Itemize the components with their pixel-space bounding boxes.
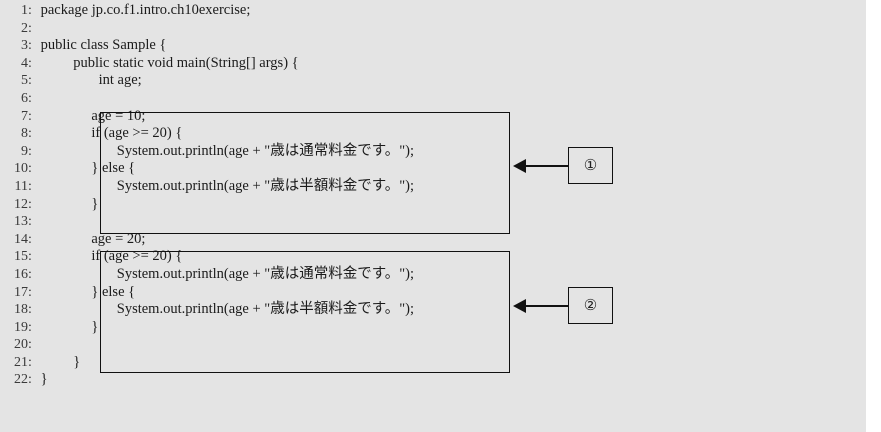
code-line-text: age = 10; — [37, 107, 146, 124]
line-number-colon: : — [28, 178, 32, 194]
line-number: 5 — [21, 73, 28, 89]
line-number-colon: : — [28, 372, 32, 388]
line-number: 3 — [21, 38, 28, 54]
line-number-colon: : — [28, 90, 32, 106]
callout-arrow-two — [513, 299, 569, 313]
code-line-text: System.out.println(age + "歳は通常料金です。"); — [37, 142, 415, 159]
code-line: 21: } — [0, 354, 866, 372]
code-line: 7: age = 10; — [0, 108, 866, 126]
line-number: 6 — [21, 90, 28, 106]
code-line: 12: } — [0, 196, 866, 214]
code-line-list: 1: package jp.co.f1.intro.ch10exercise;2… — [0, 2, 866, 389]
line-number-colon: : — [28, 266, 32, 282]
code-line-text: System.out.println(age + "歳は半額料金です。"); — [37, 301, 415, 318]
clipped-top-line — [34, 0, 234, 1]
line-number: 13 — [14, 214, 28, 230]
highlight-box-first-if-else — [100, 112, 510, 234]
code-line: 14: age = 20; — [0, 231, 866, 249]
line-number-colon: : — [28, 73, 32, 89]
line-number-colon: : — [28, 319, 32, 335]
code-line: 19: } — [0, 319, 866, 337]
code-line-text: } else { — [37, 283, 136, 300]
code-line: 5: int age; — [0, 72, 866, 90]
line-number-colon: : — [28, 20, 32, 36]
line-number: 4 — [21, 55, 28, 71]
code-line: 10: } else { — [0, 160, 866, 178]
line-number: 7 — [21, 108, 28, 124]
code-line: 8: if (age >= 20) { — [0, 125, 866, 143]
line-number-colon: : — [28, 143, 32, 159]
code-line-text: } — [37, 353, 81, 370]
line-number-colon: : — [28, 214, 32, 230]
code-line: 2: — [0, 20, 866, 38]
code-line: 6: — [0, 90, 866, 108]
line-number: 12 — [14, 196, 28, 212]
code-line-text: } — [37, 195, 99, 212]
line-number-colon: : — [28, 337, 32, 353]
line-number: 14 — [14, 231, 28, 247]
line-number-colon: : — [28, 38, 32, 54]
line-number: 15 — [14, 249, 28, 265]
line-number: 8 — [21, 126, 28, 142]
code-line: 15: if (age >= 20) { — [0, 248, 866, 266]
arrow-head-icon — [513, 159, 526, 173]
callout-arrow-one — [513, 159, 569, 173]
line-number: 21 — [14, 354, 28, 370]
code-line: 17: } else { — [0, 284, 866, 302]
line-number-colon: : — [28, 55, 32, 71]
line-number-colon: : — [28, 302, 32, 318]
line-number-colon: : — [28, 284, 32, 300]
code-line-text: int age; — [37, 72, 142, 89]
code-line: 11: System.out.println(age + "歳は半額料金です。"… — [0, 178, 866, 196]
code-line-text: package jp.co.f1.intro.ch10exercise; — [37, 2, 251, 18]
line-number: 2 — [21, 20, 28, 36]
code-line-text: public static void main(String[] args) { — [37, 54, 299, 71]
code-line: 9: System.out.println(age + "歳は通常料金です。")… — [0, 143, 866, 161]
code-line-text: System.out.println(age + "歳は通常料金です。"); — [37, 265, 415, 282]
line-number-colon: : — [28, 249, 32, 265]
line-number: 1 — [21, 3, 28, 18]
line-number: 20 — [14, 337, 28, 353]
line-number-colon: : — [28, 126, 32, 142]
line-number-colon: : — [28, 354, 32, 370]
arrow-shaft — [525, 305, 569, 307]
line-number-colon: : — [28, 196, 32, 212]
arrow-shaft — [525, 165, 569, 167]
line-number: 10 — [14, 161, 28, 177]
callout-badge-two: ② — [568, 287, 613, 324]
line-number-colon: : — [28, 3, 32, 18]
arrow-head-icon — [513, 299, 526, 313]
line-number-colon: : — [28, 108, 32, 124]
code-line: 3: public class Sample { — [0, 37, 866, 55]
code-line-text: } else { — [37, 160, 136, 177]
code-line: 20: — [0, 336, 866, 354]
code-line-text: public class Sample { — [37, 37, 167, 54]
code-line: 13: — [0, 213, 866, 231]
line-number: 19 — [14, 319, 28, 335]
line-number-colon: : — [28, 231, 32, 247]
code-line-text: if (age >= 20) { — [37, 248, 183, 265]
line-number: 17 — [14, 284, 28, 300]
code-line-text: } — [37, 371, 48, 388]
code-line-text: System.out.println(age + "歳は半額料金です。"); — [37, 177, 415, 194]
line-number-colon: : — [28, 161, 32, 177]
code-line: 1: package jp.co.f1.intro.ch10exercise; — [0, 2, 866, 20]
line-number: 9 — [21, 143, 28, 159]
code-line: 22: } — [0, 371, 866, 389]
callout-badge-one: ① — [568, 147, 613, 184]
code-line: 18: System.out.println(age + "歳は半額料金です。"… — [0, 301, 866, 319]
code-line-text: age = 20; — [37, 230, 146, 247]
line-number: 11 — [14, 178, 28, 194]
code-line-text: if (age >= 20) { — [37, 125, 183, 142]
code-line: 16: System.out.println(age + "歳は通常料金です。"… — [0, 266, 866, 284]
code-line: 4: public static void main(String[] args… — [0, 55, 866, 73]
highlight-box-second-if-else — [100, 251, 510, 373]
line-number: 18 — [14, 302, 28, 318]
code-line-text: } — [37, 318, 99, 335]
line-number: 22 — [14, 372, 28, 388]
line-number: 16 — [14, 266, 28, 282]
